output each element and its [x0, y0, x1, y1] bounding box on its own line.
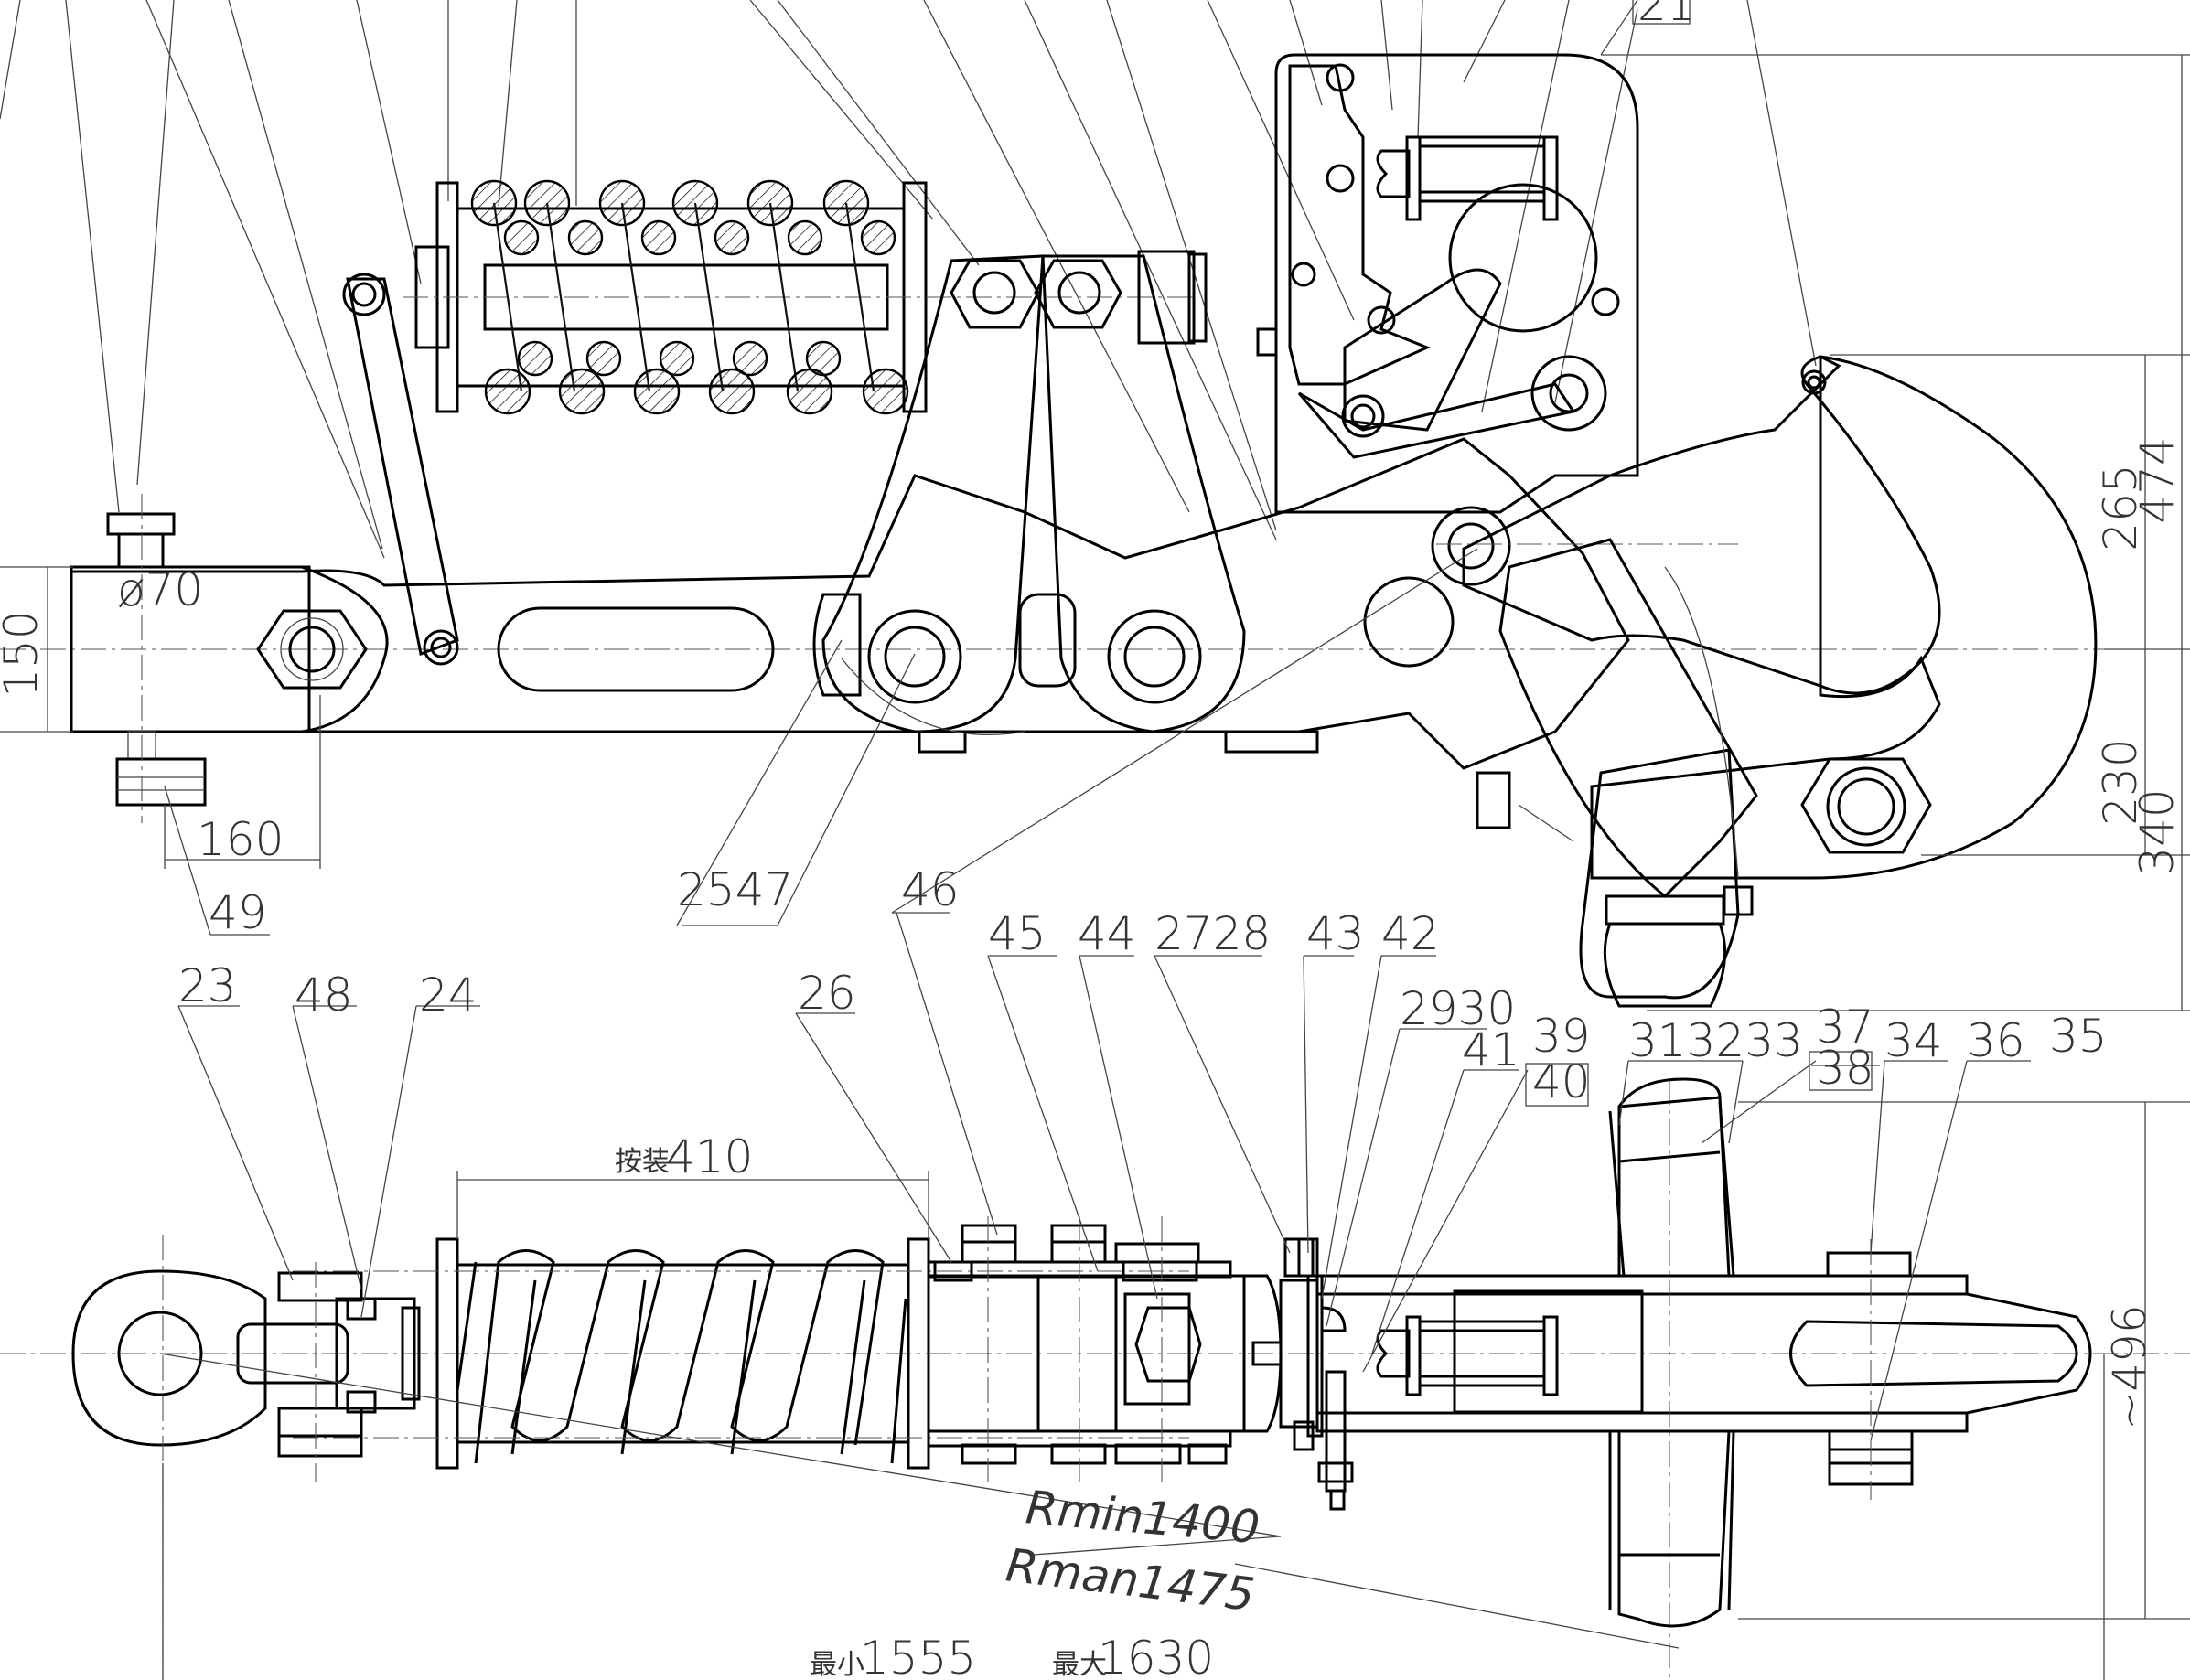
label-46: 46 — [901, 863, 960, 916]
dim-474: 474 — [2131, 436, 2184, 523]
coupler-knuckle-hook — [1462, 355, 2098, 880]
dim-230: 230 — [2094, 738, 2147, 825]
label-43: 43 — [1306, 907, 1365, 960]
dim-max-len: 1630 — [1098, 1632, 1214, 1680]
label-31-32-33: 313233 — [1628, 1014, 1803, 1067]
label-45: 45 — [988, 907, 1047, 960]
coupler-lock-housing — [1256, 53, 1639, 514]
bottom-pad-1 — [918, 730, 967, 754]
plan-view-assembly — [0, 912, 2190, 1680]
label-42: 42 — [1381, 907, 1440, 960]
label-38: 38 — [1816, 1042, 1874, 1095]
draw-bar-body — [70, 437, 1630, 770]
dimension-496 — [1738, 1101, 2190, 1620]
label-38-box — [1809, 1051, 1873, 1091]
dim-max-prefix: 最大 — [1052, 1649, 1107, 1680]
label-36: 36 — [1967, 1014, 2025, 1067]
knuckle-tongue — [1476, 538, 1758, 1008]
label-40-box — [1525, 1063, 1589, 1107]
left-bolt-nut — [115, 757, 207, 807]
label-23: 23 — [178, 959, 237, 1012]
label-24: 24 — [419, 968, 478, 1022]
label-39: 39 — [1532, 1010, 1591, 1063]
dim-min-len: 1555 — [860, 1632, 976, 1680]
label-34: 34 — [1884, 1014, 1943, 1067]
left-dimension-150 — [0, 566, 73, 733]
label-40: 40 — [1532, 1055, 1591, 1108]
dim-496: ~496 — [2103, 1304, 2156, 1429]
dimension-410 — [456, 1171, 929, 1239]
left-yoke-curve — [301, 565, 389, 733]
plan-view-leaders — [177, 912, 2031, 1441]
bottom-extension-lines — [162, 1354, 2105, 1680]
label-44: 44 — [1078, 907, 1136, 960]
dim-265: 265 — [2094, 464, 2147, 551]
dim-340: 340 — [2131, 788, 2184, 875]
label-35: 35 — [2049, 1010, 2108, 1063]
plan-spring-box — [456, 1263, 910, 1444]
body-hex-nut — [256, 609, 368, 690]
bottom-pad-2 — [1224, 730, 1319, 754]
right-dimension-lines — [1601, 54, 2190, 1011]
dimension-160 — [164, 695, 321, 869]
top-view-bottom-leaders — [164, 548, 1478, 936]
lock-pivot-inner — [1447, 522, 1495, 570]
label-27-28: 2728 — [1154, 907, 1271, 960]
left-yoke-block — [70, 565, 311, 733]
lever-link — [342, 273, 459, 666]
dim-rmax: Rman1475 — [1004, 1538, 1258, 1621]
label-26: 26 — [798, 967, 856, 1020]
dim-d70: ø70 — [117, 563, 203, 616]
lock-pivot-outer — [1431, 506, 1511, 586]
double-link-plates — [812, 250, 1246, 733]
label-25-47: 2547 — [677, 863, 793, 916]
dim-410: 410 — [666, 1130, 753, 1183]
label-37: 37 — [1816, 1001, 1874, 1054]
plan-large-coil-spring — [293, 1249, 1189, 1464]
top-leader-lines — [0, 0, 1817, 559]
label-41: 41 — [1462, 1023, 1520, 1076]
dim-160: 160 — [197, 813, 284, 866]
plan-knuckle-cylinders — [1608, 1077, 1735, 1628]
radius-leaders — [159, 1353, 1680, 1649]
dim-410-prefix: 按装 — [615, 1146, 670, 1178]
left-bolt-neck — [117, 532, 165, 569]
dim-150: 150 — [0, 610, 48, 697]
plan-coupler-head — [1279, 1079, 2092, 1680]
body-slot — [497, 606, 775, 692]
label-49: 49 — [209, 886, 267, 939]
left-bolt-head — [106, 512, 176, 536]
body-round-boss — [1363, 576, 1455, 668]
label-21-box — [1632, 0, 1691, 25]
dim-rmin: Rmin1400 — [1024, 1481, 1261, 1554]
label-48: 48 — [295, 968, 353, 1022]
label-21: 21 — [1637, 0, 1696, 31]
dim-min-prefix: 最小 — [810, 1649, 864, 1680]
plan-yoke-bolts — [277, 1262, 421, 1482]
plan-coupler-bars — [927, 1216, 1246, 1482]
side-view-assembly — [0, 0, 2190, 1011]
upper-spring-assembly — [403, 179, 1198, 415]
part-number-labels: 21 2547 49 46 45 44 2728 43 42 23 48 24 … — [178, 0, 2108, 1108]
label-29-30: 2930 — [1400, 982, 1516, 1035]
